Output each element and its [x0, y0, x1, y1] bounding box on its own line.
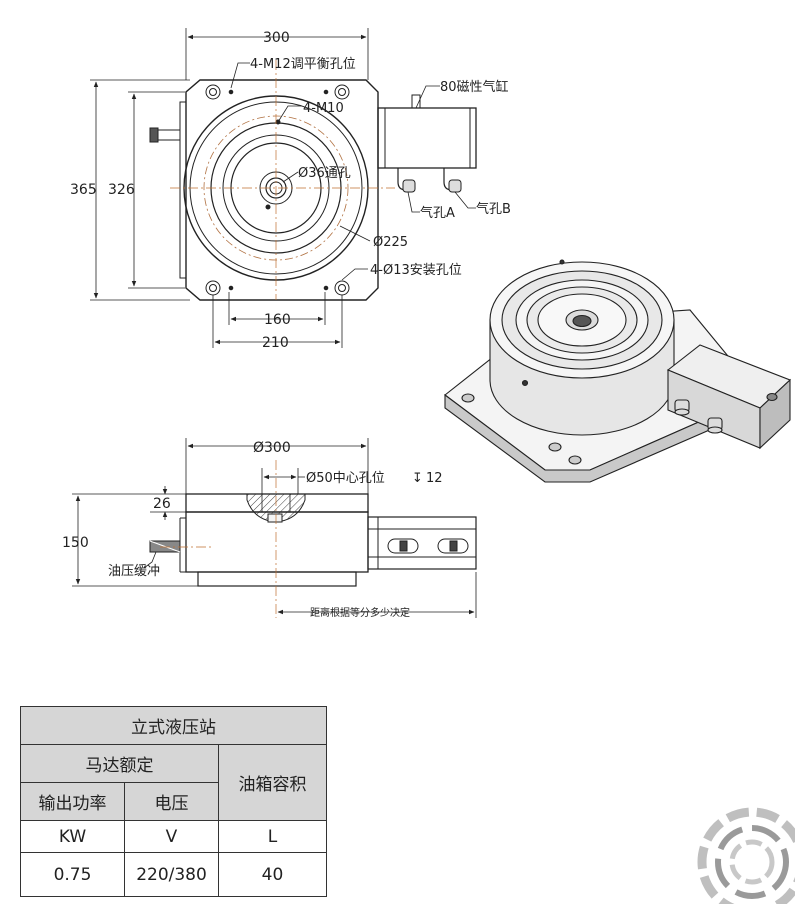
label-cylinder: 80磁性气缸 [440, 79, 509, 95]
label-distance: 距离根据等分多少决定 [310, 606, 410, 619]
table-group-motor: 马达额定 [20, 744, 219, 783]
table-title: 立式液压站 [20, 706, 327, 745]
top-view [90, 28, 477, 348]
dim-height: 150 [62, 535, 89, 551]
label-center: Ø50中心孔位 [306, 471, 385, 486]
table-unit-tank: L [218, 820, 327, 853]
label-mount-holes: 4-Ø13安装孔位 [370, 263, 462, 278]
dim-diameter: Ø300 [253, 440, 291, 456]
table-unit-power: KW [20, 820, 125, 853]
label-damper: 油压缓冲 [108, 564, 160, 579]
table-val-tank: 40 [218, 852, 327, 897]
spec-table: 立式液压站 马达额定 油箱容积 输出功率 电压 KW V L 0.75 220/… [20, 706, 327, 897]
corner-holes [205, 84, 350, 296]
dim-height-inner: 326 [108, 182, 135, 198]
label-leveling-holes: 4-M12调平衡孔位 [250, 57, 356, 72]
label-port-a: 气孔A [420, 205, 455, 221]
dim-hole-x2: 210 [262, 335, 289, 351]
dim-thickness: 26 [153, 496, 171, 512]
dim-hole-x: 160 [264, 312, 291, 328]
dim-height-outer: 365 [70, 182, 97, 198]
gear-logo-icon [697, 807, 795, 904]
table-val-power: 0.75 [20, 852, 125, 897]
label-center-hole: Ø36通孔 [298, 166, 351, 181]
label-thread: 4-M10 [303, 101, 344, 116]
label-port-b: 气孔B [476, 201, 511, 217]
side-view [72, 438, 477, 618]
depth-symbol: ↧ [412, 471, 423, 486]
center-depth: 12 [426, 471, 443, 486]
dim-width: 300 [263, 30, 290, 46]
table-col-tank: 油箱容积 [218, 744, 327, 821]
label-diameter: Ø225 [373, 235, 408, 250]
table-unit-voltage: V [124, 820, 219, 853]
table-col-voltage: 电压 [124, 782, 219, 821]
table-col-power: 输出功率 [20, 782, 125, 821]
table-val-voltage: 220/380 [124, 852, 219, 897]
isometric-view [444, 259, 792, 483]
